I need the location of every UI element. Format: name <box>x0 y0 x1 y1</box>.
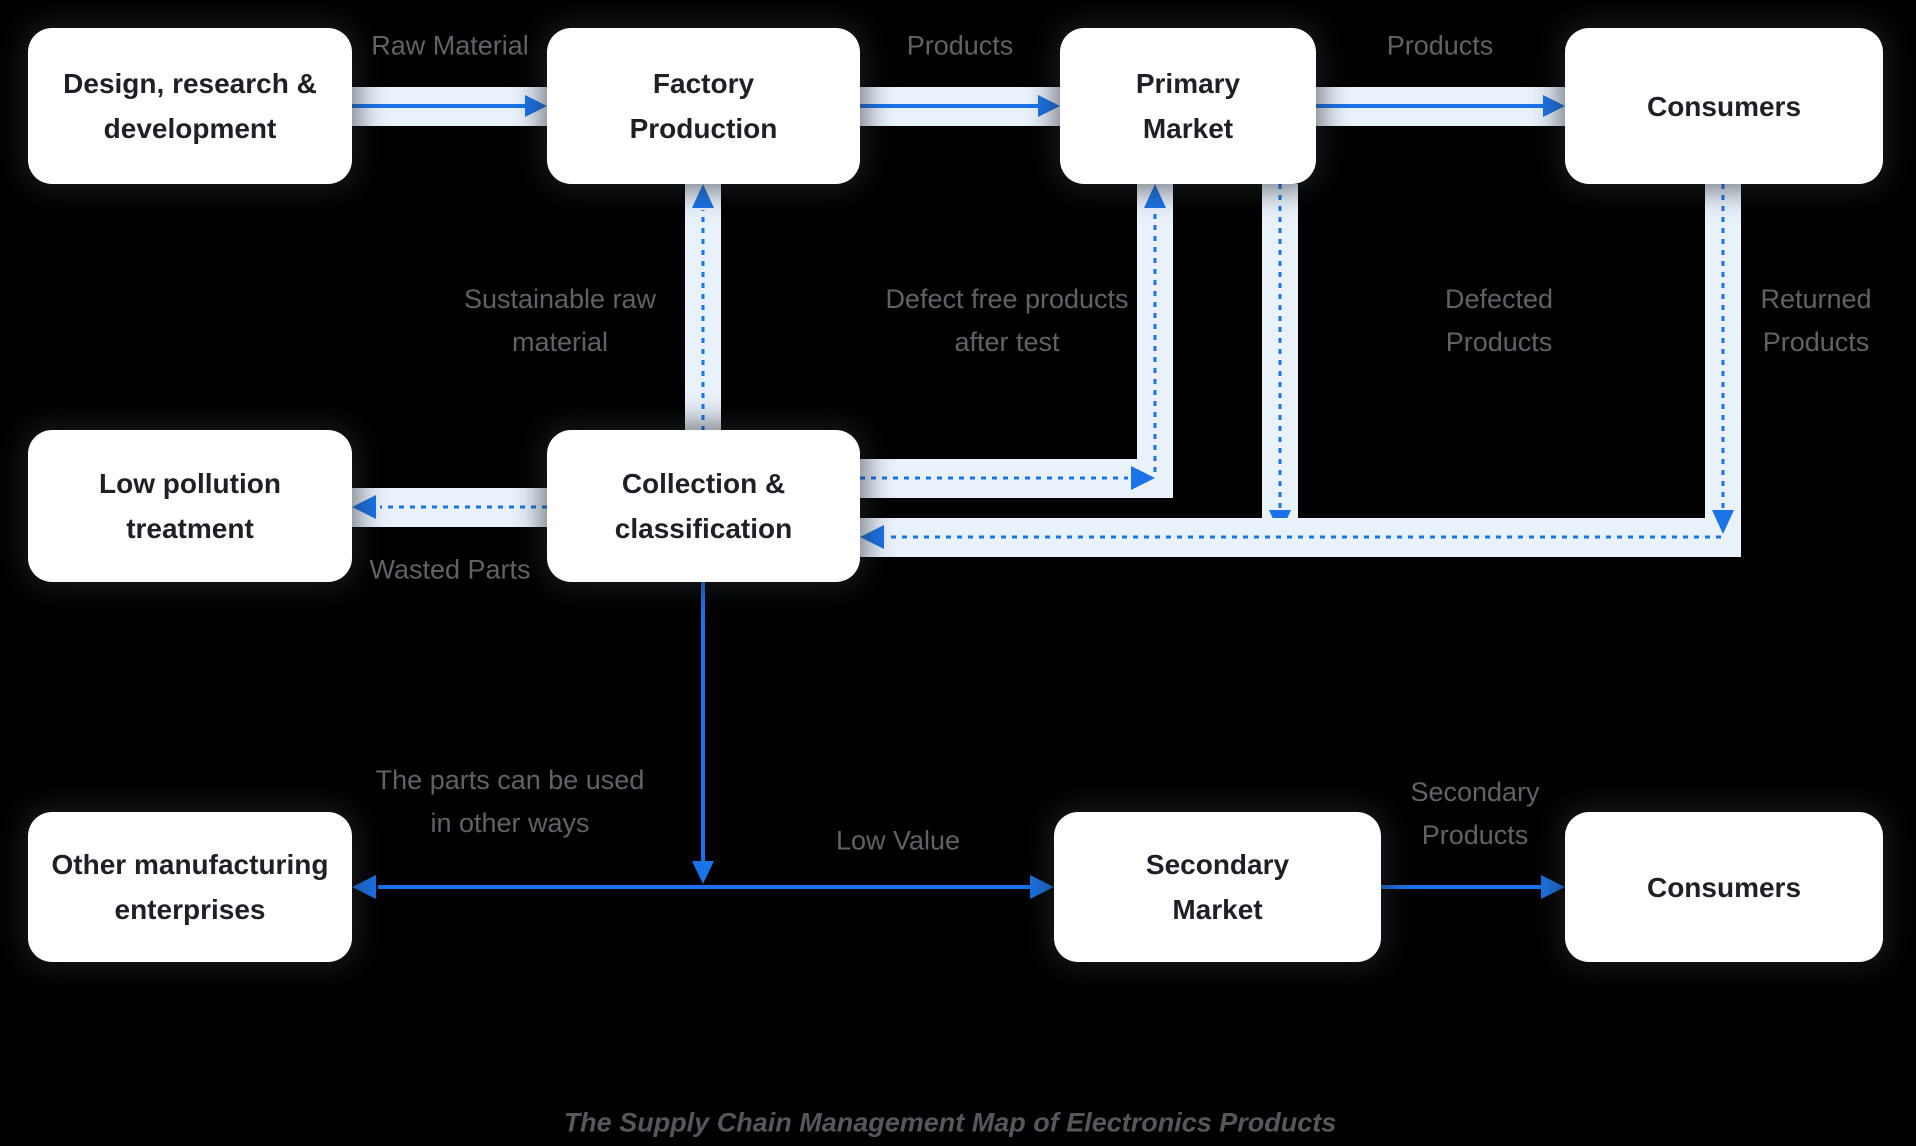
node-consumers-top: Consumers <box>1565 28 1883 184</box>
label-low-value: Low Value <box>835 825 961 856</box>
edge-primary-to-return-defected <box>1262 184 1298 557</box>
edge-junction-to-secondary-market <box>703 875 1054 899</box>
label-wasted-parts: Wasted Parts <box>369 554 531 585</box>
node-collection-classification: Collection & classification <box>547 430 860 582</box>
label-products-factory-to-primary: Products <box>906 30 1014 61</box>
node-other-manufacturing-enterprises: Other manufacturing enterprises <box>28 812 352 962</box>
label-secondary-products: Secondary Products <box>1410 777 1540 850</box>
label-defected-products: Defected Products <box>1444 284 1554 357</box>
edge-junction-to-other-manufacturing <box>352 875 703 899</box>
edge-collection-to-primary-defect-free <box>860 184 1173 498</box>
edge-design-to-factory <box>352 87 547 126</box>
node-factory-production: Factory Production <box>547 28 860 184</box>
edge-collection-to-low-pollution-wasted <box>352 488 547 527</box>
edge-secondary-market-to-consumers <box>1381 875 1565 899</box>
edge-primary-market-to-consumers <box>1316 87 1565 126</box>
node-secondary-market: Secondary Market <box>1054 812 1381 962</box>
node-primary-market: Primary Market <box>1060 28 1316 184</box>
label-parts-other-ways: The parts can be used in other ways <box>375 765 645 838</box>
edge-factory-to-primary-market <box>860 87 1060 126</box>
diagram-caption: The Supply Chain Management Map of Elect… <box>563 1107 1337 1138</box>
edge-consumers-to-collection-returned <box>860 184 1741 557</box>
node-design-research-development: Design, research & development <box>28 28 352 184</box>
node-low-pollution-treatment: Low pollution treatment <box>28 430 352 582</box>
label-products-primary-to-consumers: Products <box>1386 30 1494 61</box>
label-defect-free-products: Defect free products after test <box>885 284 1129 357</box>
edge-collection-to-factory-sustainable <box>685 184 721 431</box>
node-consumers-bottom: Consumers <box>1565 812 1883 962</box>
label-returned-products: Returned Products <box>1760 284 1872 357</box>
edge-collection-to-junction <box>692 582 714 884</box>
label-sustainable-raw-material: Sustainable raw material <box>463 284 657 357</box>
label-raw-material: Raw Material <box>371 30 529 61</box>
